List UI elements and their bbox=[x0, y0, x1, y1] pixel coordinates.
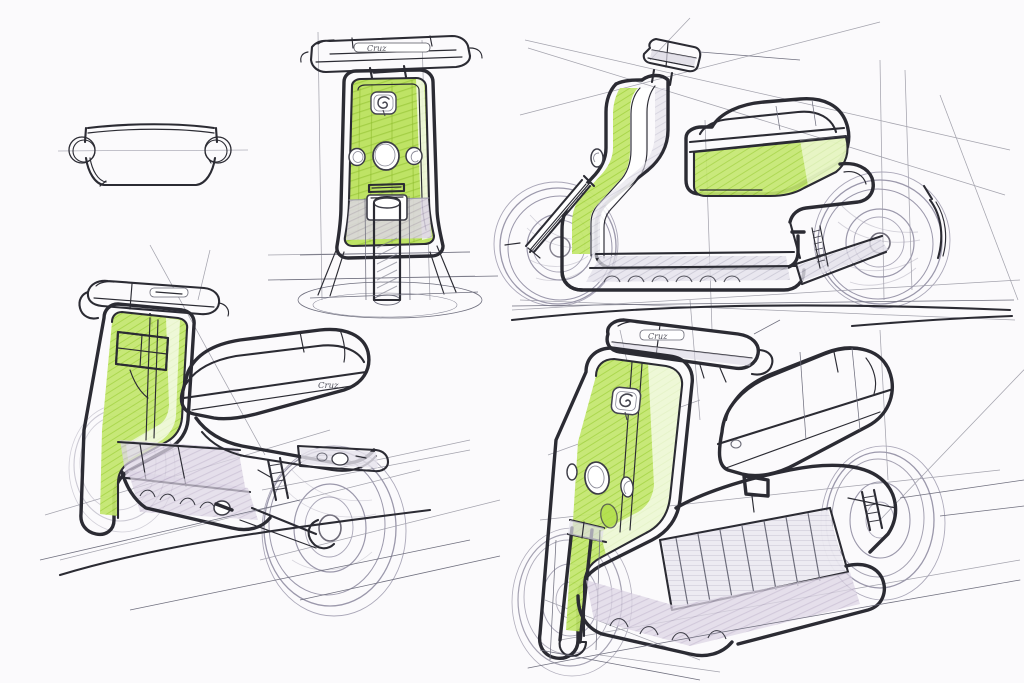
seat-front3q bbox=[716, 346, 894, 478]
grab-rail-rear3q bbox=[194, 416, 390, 473]
seat-side bbox=[684, 97, 875, 224]
seat-rear3q: Cruz bbox=[179, 327, 371, 421]
handlebar-side bbox=[642, 37, 801, 87]
handlebar-front3q: Cruz bbox=[605, 318, 781, 383]
rear-suspension-3q bbox=[213, 456, 318, 549]
view-rear-three-quarter: Cruz bbox=[39, 279, 501, 617]
front-fork-front-view bbox=[364, 182, 411, 306]
rear-swingarm-side bbox=[788, 220, 888, 286]
view-handlebar-plan bbox=[57, 123, 249, 187]
front-fork-front3q bbox=[549, 518, 608, 661]
view-side-elevation bbox=[493, 37, 1015, 328]
view-front-elevation: Cruz bbox=[267, 34, 499, 319]
glovebox-rear3q bbox=[114, 330, 170, 399]
rear-wheel-side bbox=[813, 171, 951, 309]
front-fork-side bbox=[524, 174, 596, 259]
view-front-three-quarter: Cruz bbox=[511, 318, 1024, 681]
headlamp-cluster-front3q bbox=[566, 461, 634, 529]
badge-at-icon-front bbox=[370, 91, 397, 117]
badge-at-icon-front3q bbox=[610, 386, 642, 421]
handlebar-script-front3q: Cruz bbox=[648, 332, 668, 341]
badge-side bbox=[590, 148, 604, 168]
seat-script-rear3q: Cruz bbox=[318, 381, 339, 391]
headlamp-cluster-front bbox=[348, 141, 423, 171]
handlebar-script-front: Cruz bbox=[367, 44, 387, 53]
